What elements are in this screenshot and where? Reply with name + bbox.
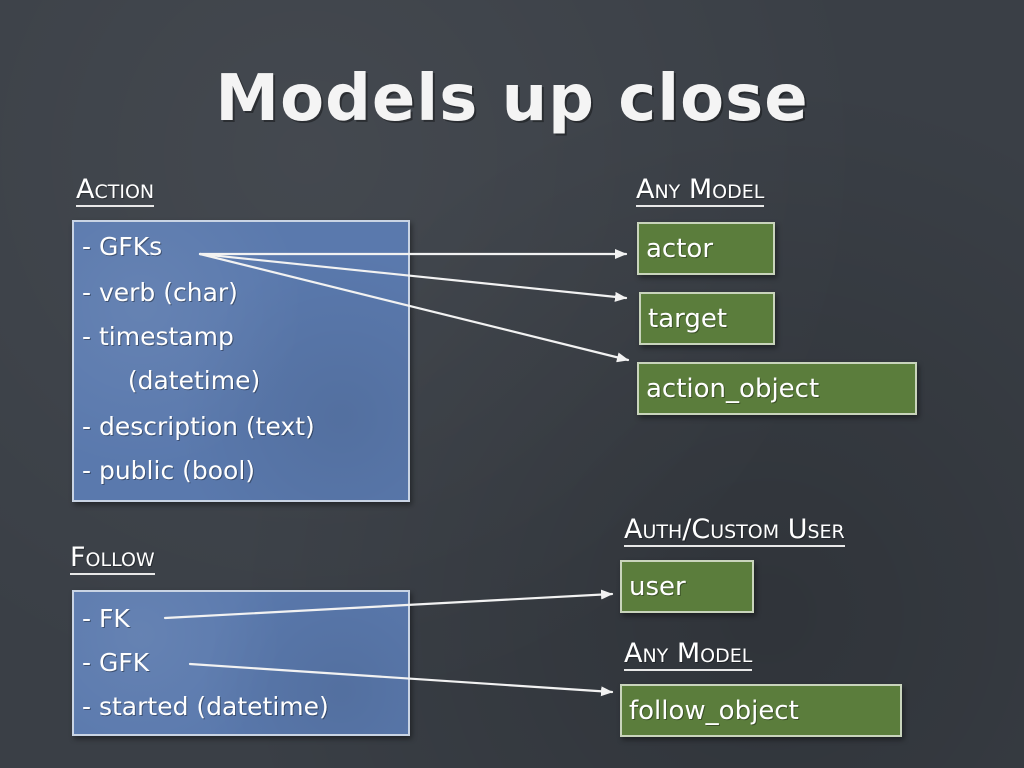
action-field-description: - description (text)	[82, 412, 315, 441]
follow-field-started: - started (datetime)	[82, 692, 329, 721]
any-model-heading-bottom: Any Model	[624, 638, 753, 671]
target-box: target	[639, 292, 775, 345]
action-field-verb: - verb (char)	[82, 278, 238, 307]
follow-field-gfk: - GFK	[82, 648, 150, 677]
action-field-timestamp: - timestamp	[82, 322, 234, 351]
user-box: user	[620, 560, 754, 613]
follow-heading: Follow	[70, 542, 155, 575]
follow-model-box: - FK - GFK - started (datetime)	[72, 590, 410, 736]
action-field-public: - public (bool)	[82, 456, 256, 485]
auth-user-heading: Auth/Custom User	[624, 514, 845, 547]
action-field-timestamp-type: (datetime)	[104, 366, 261, 395]
action-field-gfks: - GFKs	[82, 232, 163, 261]
actor-box: actor	[637, 222, 775, 275]
follow-field-fk: - FK	[82, 604, 130, 633]
any-model-heading-top: Any Model	[636, 174, 765, 207]
slide-title: Models up close	[215, 62, 809, 136]
action-object-box: action_object	[637, 362, 917, 415]
action-model-box: - GFKs - verb (char) - timestamp (dateti…	[72, 220, 410, 502]
action-heading: Action	[76, 174, 155, 207]
follow-object-box: follow_object	[620, 684, 902, 737]
